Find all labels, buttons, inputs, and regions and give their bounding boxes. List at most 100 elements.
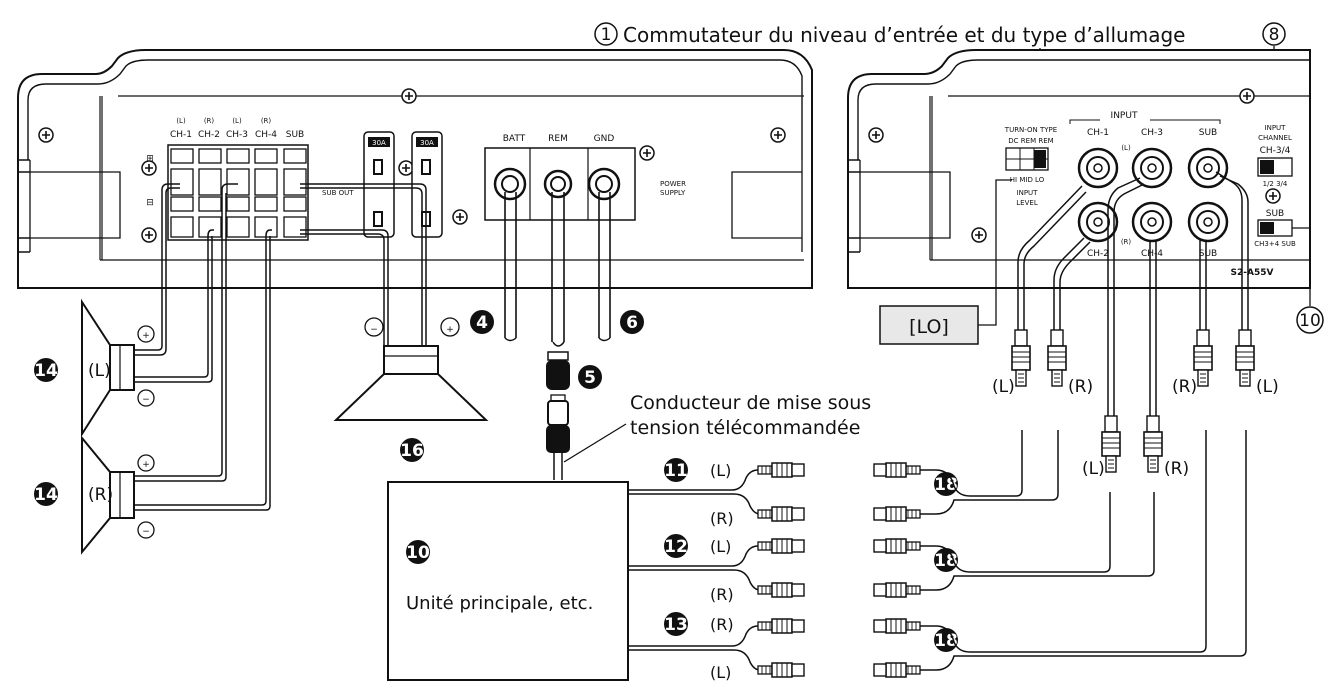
rca-plug-label: (L) (992, 377, 1015, 397)
screw-icon (452, 209, 468, 225)
svg-text:14: 14 (34, 361, 58, 381)
rca-cables-group-13: 13 (R) (L) (628, 612, 761, 682)
rem-label: REM (548, 134, 568, 144)
screw-icon (639, 145, 655, 161)
remote-lead-caption-line2: tension télécommandée (630, 417, 860, 439)
channel-labels-left: (L) (R) (L) (R) CH-1 CH-2 CH-3 CH-4 SUB … (146, 117, 354, 208)
input-channel-switch: INPUT CHANNEL CH-3/4 1/2 3/4 SUB CH3+4 S… (1231, 124, 1296, 278)
screw-icon (38, 127, 54, 143)
speaker-left-L: + − (L) (81, 298, 155, 438)
subwoofer-speaker: − + (333, 317, 489, 421)
sub-switch-label: SUB (1266, 209, 1284, 219)
callout-10-unit: 10 (406, 543, 430, 563)
positive-sign: + (142, 460, 150, 470)
input-ch3-label: CH-3 (1141, 128, 1163, 138)
power-supply-label: SUPPLY (660, 189, 686, 197)
callout-8: 8 (1269, 25, 1280, 45)
batt-label: BATT (503, 134, 526, 144)
rca-channel-label: (R) (710, 509, 734, 528)
remote-lead-caption-line1: Conducteur de mise sous (630, 392, 871, 414)
rca-plug-label: (R) (1172, 377, 1197, 397)
input-ch1-label: CH-1 (1087, 128, 1109, 138)
head-unit-box: 10 Unité principale, etc. (387, 481, 629, 681)
sub-out-label: SUB OUT (322, 189, 354, 197)
gnd-label: GND (594, 134, 615, 144)
power-wires (504, 192, 611, 342)
model-label: S2-A55V (1231, 268, 1274, 278)
input-level-label: LEVEL (1016, 199, 1038, 207)
input-sub2-label: SUB (1199, 249, 1217, 259)
input-channel-label: INPUT (1265, 124, 1287, 132)
channel-side-label: (L) (232, 117, 242, 125)
screw-icon (401, 88, 417, 104)
minus-terminal-sign: ⊟ (146, 198, 154, 208)
svg-text:14: 14 (34, 485, 58, 505)
input-level-label: INPUT (1017, 189, 1039, 197)
callout-6: 6 (620, 310, 644, 334)
ch34-label: CH-3/4 (1260, 146, 1291, 156)
speaker-wires (134, 183, 272, 511)
input-ch2-label: CH-2 (1087, 249, 1109, 259)
callout-5: 5 (578, 365, 602, 389)
svg-text:4: 4 (476, 313, 488, 333)
speaker-channel-label: (L) (88, 361, 111, 381)
lo-box: [LO] (879, 179, 1012, 345)
rca-cables-group-11: 11 (L) (R) (628, 458, 761, 528)
ch34-options: 1/2 3/4 (1263, 180, 1288, 188)
rca-channel-label: (L) (710, 461, 731, 480)
power-supply-label: POWER (660, 180, 686, 188)
input-left-tag: (L) (1121, 144, 1131, 152)
callout-4: 4 (470, 310, 494, 334)
positive-sign: + (142, 331, 150, 341)
channel-label: CH-4 (255, 130, 277, 140)
callout-13: 13 (664, 615, 688, 635)
screw-icon (971, 227, 987, 243)
speaker-terminal-block (167, 144, 309, 241)
rca-extension-cables (920, 430, 1247, 671)
head-unit-caption: Unité principale, etc. (406, 593, 593, 614)
channel-label: SUB (286, 130, 304, 140)
screw-icon (868, 127, 884, 143)
rca-channel-label: (L) (710, 537, 731, 556)
svg-text:10: 10 (1299, 311, 1321, 331)
speaker-left-R: + − (R) (81, 435, 155, 555)
negative-sign: − (370, 325, 378, 335)
input-ch4-label: CH-4 (1141, 249, 1163, 259)
remote-lead-connector (546, 341, 570, 480)
input-right-tag: (R) (1121, 238, 1132, 246)
rca-plugs-vertical (1011, 329, 1255, 473)
caption-input-switch: 1 Commutateur du niveau d’entrée et du t… (594, 22, 1185, 47)
channel-side-label: (R) (261, 117, 272, 125)
lo-label: [LO] (909, 316, 949, 338)
channel-label: CH-3 (226, 130, 248, 140)
input-level-switch: TURN-ON TYPE DC REM REM HI MID LO INPUT … (1004, 126, 1057, 207)
rca-plug-label: (R) (1068, 377, 1093, 397)
channel-label: CH-2 (198, 130, 220, 140)
turn-on-type-label: TURN-ON TYPE (1004, 126, 1057, 134)
channel-side-label: (R) (204, 117, 215, 125)
callout-1: 1 (601, 25, 612, 45)
speaker-channel-label: (R) (88, 485, 113, 505)
input-header: INPUT (1111, 111, 1138, 121)
rca-plug-label: (L) (1256, 377, 1279, 397)
sub-switch-options: CH3+4 SUB (1254, 240, 1296, 248)
positive-sign: + (446, 325, 454, 335)
input-sub-label: SUB (1199, 128, 1217, 138)
screw-icon (1239, 88, 1255, 104)
screw-icon (398, 160, 414, 176)
remote-lead-caption: Conducteur de mise sous tension télécomm… (563, 392, 871, 463)
input-level-options: HI MID LO (1010, 176, 1045, 184)
fuse-rating: 30A (420, 139, 434, 147)
plus-terminal-sign: ⊞ (146, 154, 154, 164)
screw-icon (141, 227, 157, 243)
input-channel-label: CHANNEL (1258, 134, 1292, 142)
rca-channel-label: (L) (710, 663, 731, 682)
rca-channel-label: (R) (710, 585, 734, 604)
subwoofer-wires (300, 183, 427, 346)
callout-12: 12 (664, 537, 688, 557)
input-switch-caption: Commutateur du niveau d’entrée et du typ… (623, 23, 1185, 47)
caption-8: 8 (1262, 22, 1286, 46)
channel-side-label: (L) (176, 117, 186, 125)
callout-11: 11 (664, 461, 688, 481)
